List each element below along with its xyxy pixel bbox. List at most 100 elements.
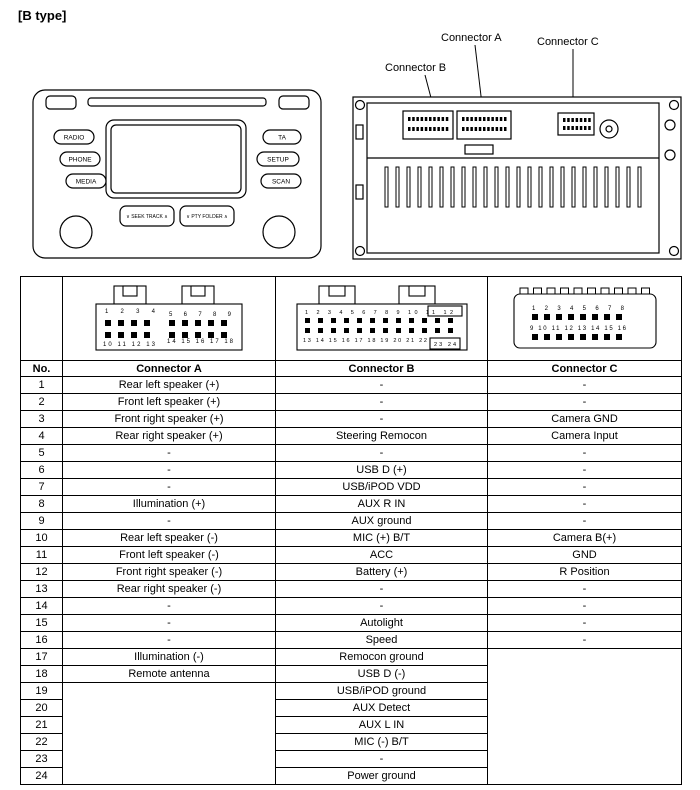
pin-no-cell: 5 [20,444,63,462]
connector-b-cell: - [275,376,488,394]
pin-no-cell: 7 [20,478,63,496]
connector-c-merged-empty-cell [487,648,682,785]
pinout-table: 1 2 3 4 5 6 7 8 9 10 11 12 13 14 15 16 1… [20,276,682,785]
connector-b-cell: USB/iPOD ground [275,682,488,700]
connector-a-numbers-bottom-right: 14 15 16 17 18 [167,339,234,345]
connector-a-cell: Illumination (-) [62,648,276,666]
connector-a-cell: - [62,444,276,462]
connector-b-numbers-bottom-right: 23 24 [434,342,456,348]
connector-b-cell: Steering Remocon [275,427,488,445]
connector-a-numbers-top-right: 5 6 7 8 9 [169,312,232,318]
pin-no-cell: 17 [20,648,63,666]
pin-no-cell: 6 [20,461,63,479]
connector-a-cell: Front right speaker (+) [62,410,276,428]
header-connector-c: Connector C [487,360,682,377]
phone-button-label: PHONE [68,157,92,164]
connector-b-cell: - [275,444,488,462]
connector-a-merged-empty-cell [62,682,276,785]
center-small-socket [464,144,494,155]
connector-b-numbers-bottom-left: 13 14 15 16 17 18 19 20 21 22 [303,338,427,344]
antenna-jack-pin [605,125,613,133]
connector-a-cell: Front right speaker (-) [62,563,276,581]
connector-b-cell: Autolight [275,614,488,632]
connector-c-callout-label: Connector C [537,36,599,48]
connector-b-cell: ACC [275,546,488,564]
connector-a-cell: Rear left speaker (+) [62,376,276,394]
connector-c-cell: - [487,597,682,615]
pin-no-cell: 19 [20,682,63,700]
connector-a-numbers-top-left: 1 2 3 4 [105,309,156,315]
connector-c-cell: - [487,461,682,479]
eject-button [45,95,77,110]
connector-c-cell: Camera B(+) [487,529,682,547]
table-row: 5--- [20,444,682,462]
pin-no-cell: 15 [20,614,63,632]
connector-b-cell: Power ground [275,767,488,785]
left-knob [59,215,93,249]
connector-a-pin-diagram: 1 2 3 4 5 6 7 8 9 10 11 12 13 14 15 16 1… [95,284,243,351]
connector-c-cell: - [487,512,682,530]
connector-c-cell: - [487,580,682,598]
corner-screw-br [668,245,680,257]
connector-diagrams-row: 1 2 3 4 5 6 7 8 9 10 11 12 13 14 15 16 1… [20,276,682,361]
pty-folder-label: ∨ PTY FOLDER ∧ [186,214,228,220]
connector-a-cell: Front left speaker (+) [62,393,276,411]
connector-b-cell: AUX R IN [275,495,488,513]
scan-button [260,173,302,189]
pin-no-cell: 21 [20,716,63,734]
connector-c-diagram-cell: 1 2 3 4 5 6 7 8 9 10 11 12 13 14 15 16 [487,276,682,361]
connector-b-diagram-cell: 1 2 3 4 5 6 7 8 9 10 11 12 13 14 15 16 1… [275,276,488,361]
connector-a-cell: - [62,614,276,632]
connector-c-socket-pins-row1 [563,118,591,122]
connector-b-pin-diagram: 1 2 3 4 5 6 7 8 9 10 11 12 13 14 15 16 1… [295,284,468,351]
display-screen-inner [110,124,242,194]
table-row: 6-USB D (+)- [20,461,682,479]
pin-no-cell: 12 [20,563,63,581]
pin-no-cell: 22 [20,733,63,751]
connector-a-cell: Rear right speaker (+) [62,427,276,445]
connector-b-cell: USB D (+) [275,461,488,479]
heatsink-vent-slots [384,166,642,208]
connector-c-cell: - [487,631,682,649]
corner-screw-tl [354,99,366,111]
connector-c-cell: R Position [487,563,682,581]
connector-c-numbers-bottom: 9 10 11 12 13 14 15 16 [530,326,627,332]
connector-b-cell: - [275,597,488,615]
corner-screw-bl [354,245,366,257]
connector-b-callout-label: Connector B [385,62,446,74]
bracket-hole-right-2 [664,149,676,161]
connector-c-socket-pins-row2 [563,126,591,130]
connector-a-socket-pins-row1 [462,117,507,121]
media-button [65,173,107,189]
table-row: 16-Speed- [20,631,682,649]
pin-no-cell: 2 [20,393,63,411]
pin-no-cell: 18 [20,665,63,683]
head-unit-rear-view: Connector A Connector B Connector C [352,32,682,260]
pin-no-cell: 23 [20,750,63,768]
pin-no-cell: 11 [20,546,63,564]
connector-c-socket [557,112,595,136]
connector-b-cell: AUX Detect [275,699,488,717]
connector-c-cell: - [487,393,682,411]
connector-a-diagram-cell: 1 2 3 4 5 6 7 8 9 10 11 12 13 14 15 16 1… [62,276,276,361]
connector-a-cell: - [62,478,276,496]
table-header-row: No. Connector A Connector B Connector C [20,360,682,377]
ta-button-label: TA [278,135,286,142]
connector-c-cell: - [487,478,682,496]
bracket-slot-left-1 [355,124,364,140]
scan-button-label: SCAN [272,179,290,186]
pty-folder-button [179,205,235,227]
seek-track-button [119,205,175,227]
table-row: 23- [20,750,682,768]
connector-c-numbers-top: 1 2 3 4 5 6 7 8 [532,306,625,312]
connector-b-cell: USB D (-) [275,665,488,683]
connector-b-cell: - [275,580,488,598]
connector-c-pin-diagram: 1 2 3 4 5 6 7 8 9 10 11 12 13 14 15 16 [512,287,657,349]
